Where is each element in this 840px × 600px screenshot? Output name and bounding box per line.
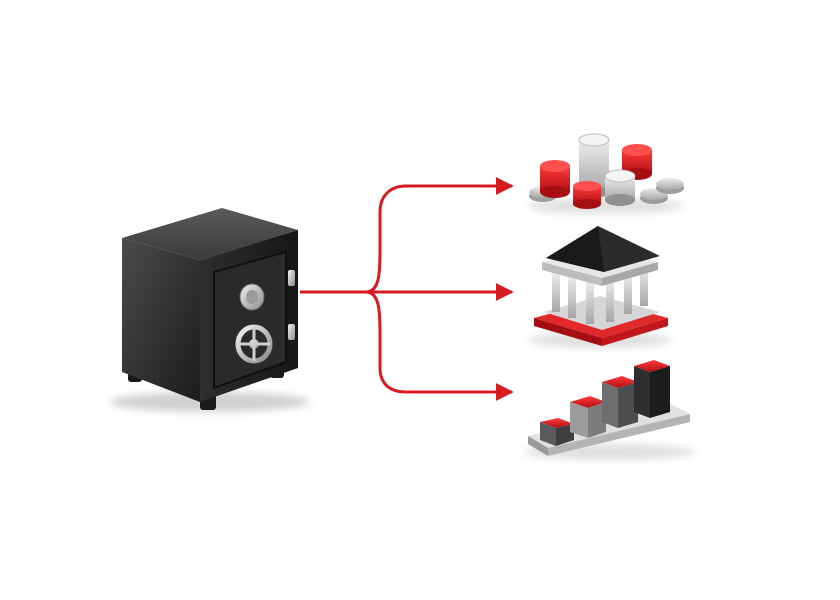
connector-to-bars [365,290,514,401]
bank-building-icon [528,226,672,348]
connector-to-coins [365,177,514,294]
coins-icon [527,133,684,214]
safe-icon [110,208,310,412]
bar-steps-icon [524,360,696,460]
connector-lines [300,177,514,401]
